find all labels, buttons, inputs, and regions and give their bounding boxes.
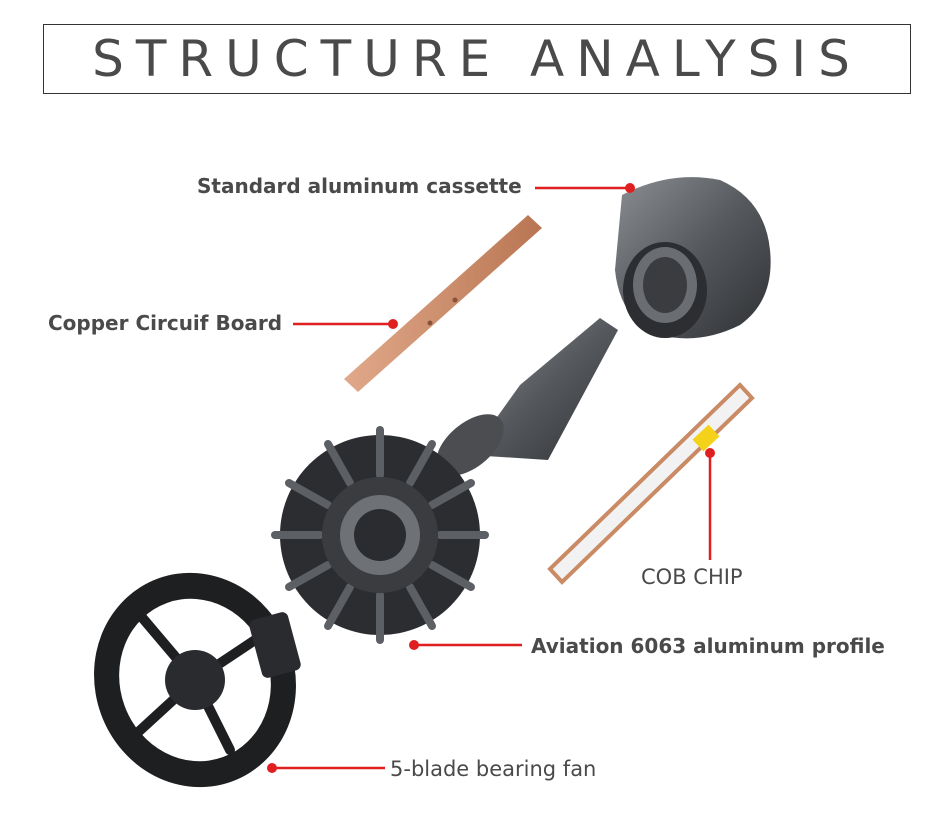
label-copper-circuit-board: Copper Circuif Board: [48, 311, 283, 335]
aluminum-profile-part: [271, 318, 618, 644]
title-box: STRUCTURE ANALYSIS: [43, 24, 911, 94]
leader-dots: [267, 183, 715, 773]
copper-circuit-board-part: [344, 215, 542, 392]
label-bearing-fan: 5-blade bearing fan: [390, 757, 597, 781]
label-aluminum-profile: Aviation 6063 aluminum profile: [531, 634, 885, 658]
cob-chip-board-part: [547, 382, 755, 585]
leader-lines: [272, 186, 712, 770]
label-aluminum-cassette: Standard aluminum cassette: [197, 174, 522, 198]
page-title: STRUCTURE ANALYSIS: [92, 30, 862, 88]
bearing-fan-part: [94, 572, 301, 788]
aluminum-cassette-part: [615, 177, 771, 339]
label-cob-chip: COB CHIP: [641, 565, 743, 589]
